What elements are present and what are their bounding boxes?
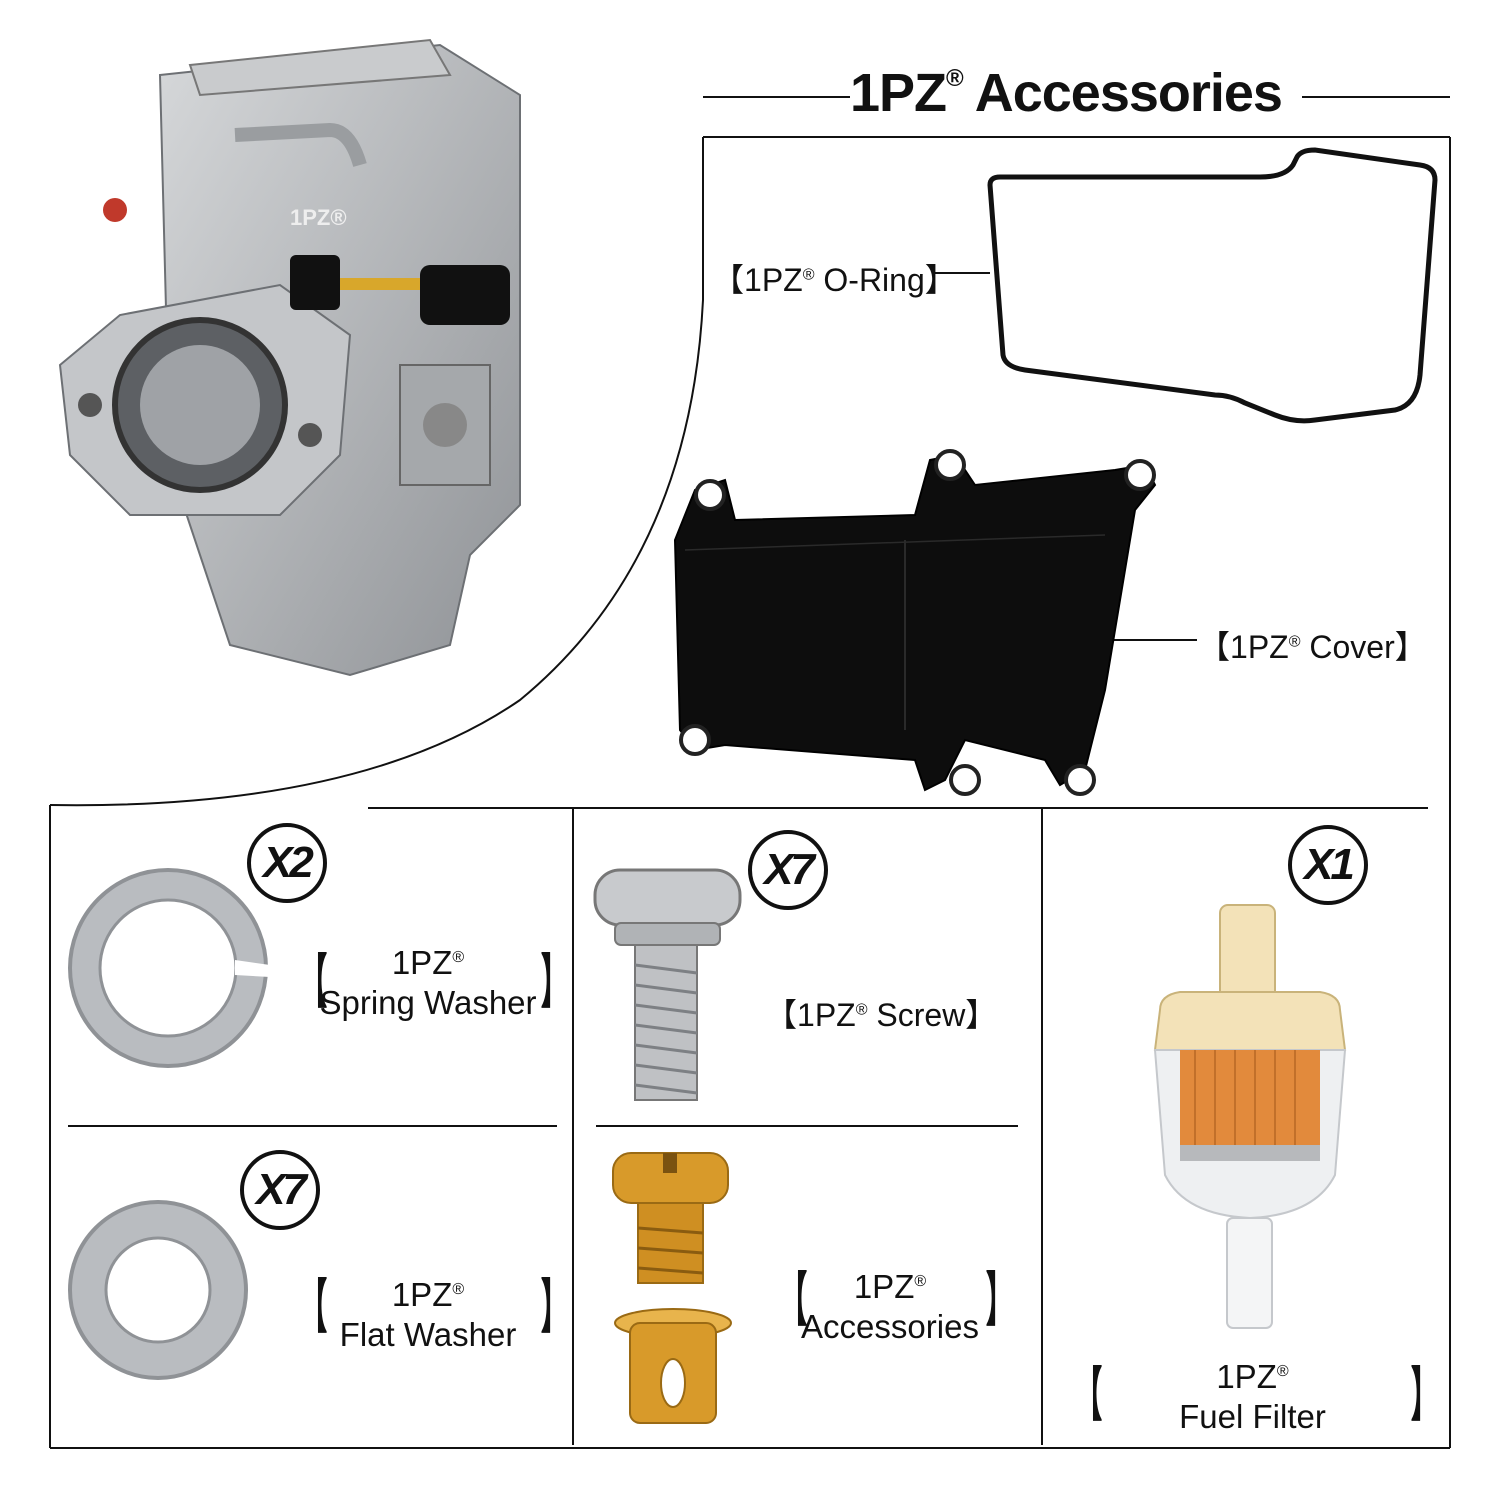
flat-washer-image <box>68 1200 248 1380</box>
screw-image <box>593 868 742 1101</box>
spring-washer-image <box>68 868 270 1068</box>
accessories-bracket-right: 】 <box>985 1268 1013 1333</box>
spring-washer-label: 1PZ® Spring Washer <box>319 944 537 1021</box>
flat-washer-quantity-badge: X7 <box>240 1150 320 1230</box>
flat-washer-label: 1PZ® Flat Washer <box>339 1276 517 1353</box>
screw-label: 【1PZ® Screw】 <box>765 997 998 1033</box>
flat-washer-bracket-right: 】 <box>540 1275 568 1340</box>
cover-image <box>673 449 1157 796</box>
spring-washer-bracket-left: 【 <box>300 950 328 1015</box>
carburetor-image: 1PZ® <box>58 38 521 677</box>
spring-washer-bracket-right: 】 <box>540 950 568 1015</box>
screw-quantity-badge: X7 <box>748 830 828 910</box>
accessories-bracket-left: 【 <box>780 1268 808 1333</box>
fuel-filter-quantity-badge: X1 <box>1288 825 1368 905</box>
fuel-filter-bracket-right: 】 <box>1410 1363 1438 1428</box>
cover-label: 【1PZ® Cover】 <box>1198 629 1427 665</box>
fuel-filter-bracket-left: 【 <box>1075 1363 1103 1428</box>
fuel-filter-image <box>1153 904 1347 1329</box>
oring-label: 【1PZ® O-Ring】 <box>712 262 957 298</box>
brass-jets-image <box>612 1152 732 1424</box>
accessories-label: 1PZ® Accessories <box>801 1268 979 1345</box>
flat-washer-bracket-left: 【 <box>300 1275 328 1340</box>
oring-image <box>987 147 1438 424</box>
svg-text:1PZ®: 1PZ® <box>290 205 347 230</box>
fuel-filter-label: 1PZ® Fuel Filter <box>1179 1358 1326 1435</box>
page-title: 1PZ® Accessories <box>850 63 1283 123</box>
spring-washer-quantity-badge: X2 <box>247 823 327 903</box>
